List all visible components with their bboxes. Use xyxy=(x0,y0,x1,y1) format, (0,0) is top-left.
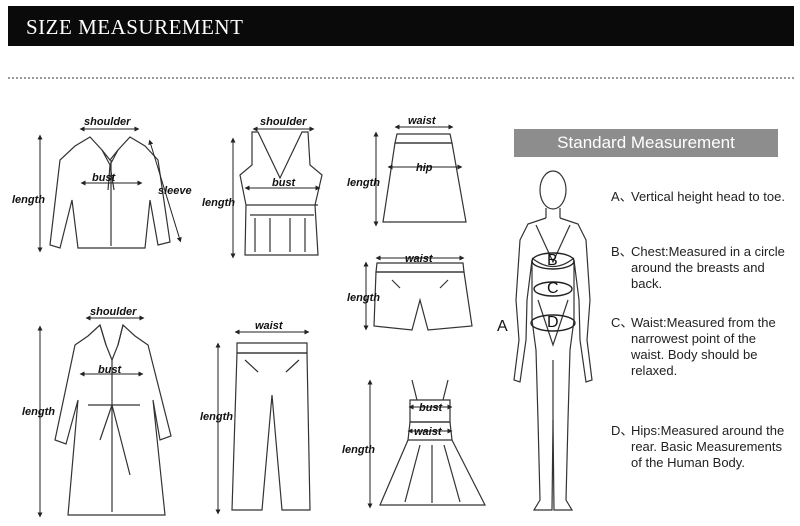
coat-bust-label: bust xyxy=(98,364,123,376)
dress-length-label: length xyxy=(342,444,375,456)
header-bar: SIZE MEASUREMENT xyxy=(8,6,794,46)
standard-measurement-banner: Standard Measurement xyxy=(514,129,778,157)
note-b: B、 Chest:Measured in a circle around the… xyxy=(611,244,791,292)
skirt-waist-label: waist xyxy=(408,115,437,127)
shirt-shoulder-label: shoulder xyxy=(84,116,131,128)
note-b-key: B、 xyxy=(611,244,633,259)
figure-label-d: D xyxy=(547,314,559,331)
page-title: SIZE MEASUREMENT xyxy=(26,15,244,39)
note-a-key: A、 xyxy=(611,189,633,204)
dotted-divider xyxy=(8,77,794,79)
human-figure xyxy=(513,170,593,511)
shirt-length-label: length xyxy=(12,194,45,206)
dress-waist-label: waist xyxy=(414,426,443,438)
note-b-text: Chest:Measured in a circle around the br… xyxy=(631,244,785,291)
coat-length-label: length xyxy=(22,406,55,418)
shorts-figure xyxy=(373,262,473,331)
note-c: C、 Waist:Measured from the narrowest poi… xyxy=(611,315,791,379)
shirt-sleeve-label: sleeve xyxy=(158,185,192,197)
dress-figure xyxy=(379,379,486,506)
standard-measurement-title: Standard Measurement xyxy=(557,133,735,152)
coat-figure xyxy=(54,323,172,516)
dress-bust-label: bust xyxy=(419,402,444,414)
shorts-length-label: length xyxy=(347,292,380,304)
note-d-text: Hips:Measured around the rear. Basic Mea… xyxy=(631,423,785,470)
shirt-figure xyxy=(49,136,171,249)
tank-shoulder-label: shoulder xyxy=(260,116,307,128)
note-a: A、 Vertical height head to toe. xyxy=(611,189,791,205)
pants-figure xyxy=(231,342,311,511)
note-c-text: Waist:Measured from the narrowest point … xyxy=(631,315,776,378)
skirt-length-label: length xyxy=(347,177,380,189)
pants-waist-label: waist xyxy=(255,320,284,332)
figure-label-a: A xyxy=(497,318,508,335)
skirt-figure xyxy=(382,133,467,223)
skirt-hip-label: hip xyxy=(416,162,433,174)
note-d-key: D、 xyxy=(611,423,634,438)
note-c-key: C、 xyxy=(611,315,634,330)
tank-length-label: length xyxy=(202,197,235,209)
pants-length-label: length xyxy=(200,411,233,423)
tank-figure xyxy=(239,131,323,256)
shirt-bust-label: bust xyxy=(92,172,117,184)
figure-label-b: B xyxy=(547,252,558,269)
shorts-waist-label: waist xyxy=(405,253,434,265)
note-d: D、 Hips:Measured around the rear. Basic … xyxy=(611,423,791,471)
coat-shoulder-label: shoulder xyxy=(90,306,137,318)
note-a-text: Vertical height head to toe. xyxy=(631,189,785,204)
tank-bust-label: bust xyxy=(272,177,297,189)
figure-label-c: C xyxy=(547,280,559,297)
